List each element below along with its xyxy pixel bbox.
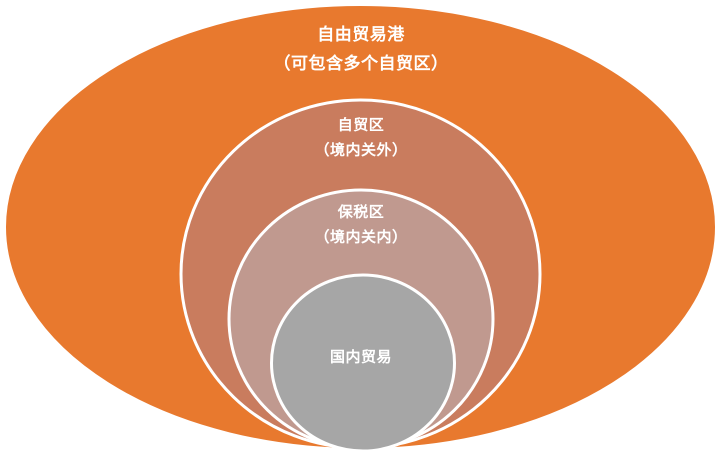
ellipse-domestic-trade[interactable] [270,273,456,453]
